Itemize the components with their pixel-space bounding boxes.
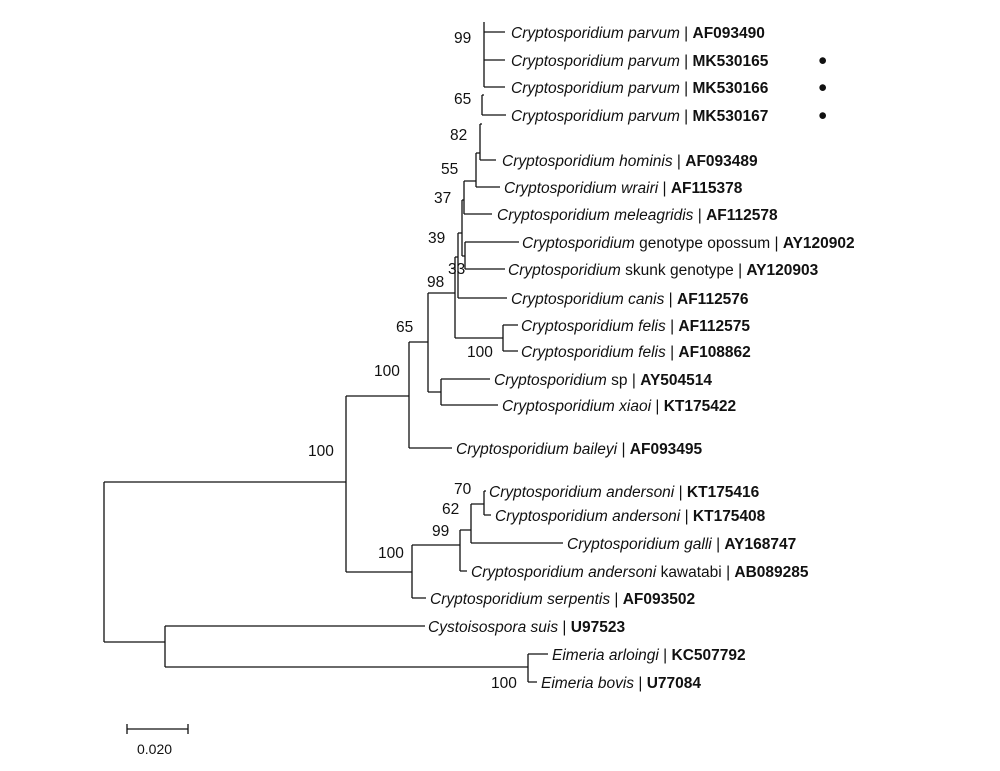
- bootstrap-value: 98: [427, 274, 444, 291]
- taxon-label: Cryptosporidium xiaoi | KT175422: [502, 398, 736, 415]
- taxon-label: Cryptosporidium felis | AF112575: [521, 318, 750, 335]
- branch-sp-xiaoi: [440, 378, 498, 406]
- bootstrap-value: 99: [454, 30, 471, 47]
- taxon-label: Cryptosporidium wrairi | AF115378: [504, 180, 743, 197]
- scale-bar-label: 0.020: [137, 741, 172, 757]
- branch-opossum-skunk: [464, 241, 519, 270]
- taxon-label: Cryptosporidium andersoni kawatabi | AB0…: [471, 564, 809, 581]
- taxon-label: Eimeria bovis | U77084: [541, 675, 701, 692]
- scale-bar: 0.020: [126, 724, 189, 757]
- taxon-label: Cystoisospora suis | U97523: [428, 619, 625, 636]
- branch-node-65: [427, 292, 455, 393]
- branch-node-82: [479, 123, 496, 161]
- bootstrap-value: 62: [442, 501, 459, 518]
- taxon-label: Cryptosporidium parvum | MK530166: [511, 80, 769, 97]
- branch-eimeria: [527, 653, 548, 683]
- branch-felis: [502, 324, 518, 352]
- taxon-label: Eimeria arloingi | KC507792: [552, 647, 746, 664]
- new-sequence-marker: ●: [818, 52, 827, 69]
- taxon-label: Cryptosporidium parvum | MK530165: [511, 53, 769, 70]
- taxon-label: Cryptosporidium parvum | MK530167: [511, 108, 768, 125]
- bootstrap-value: 65: [454, 91, 471, 108]
- branch-outgroup: [164, 625, 528, 668]
- taxon-label: Cryptosporidium sp | AY504514: [494, 372, 712, 389]
- bootstrap-value: 37: [434, 190, 451, 207]
- root-branch: [103, 481, 346, 643]
- branch-node-38: [457, 232, 507, 299]
- bootstrap-value: 100: [308, 443, 334, 460]
- taxon-label: Cryptosporidium serpentis | AF093502: [430, 591, 695, 608]
- bootstrap-value: 100: [374, 363, 400, 380]
- new-sequence-marker: ●: [818, 79, 827, 96]
- taxon-label: Cryptosporidium galli | AY168747: [567, 536, 796, 553]
- taxon-label: Cryptosporidium andersoni | KT175416: [489, 484, 760, 501]
- bootstrap-value: 70: [454, 481, 472, 498]
- bootstrap-value: 65: [396, 319, 413, 336]
- tree-branches: [103, 22, 563, 683]
- bootstrap-values: 99 65 82 55 37 39 33 98 100 65 100 100 7…: [308, 30, 517, 692]
- bootstrap-value: 100: [491, 675, 517, 692]
- taxon-label: Cryptosporidium canis | AF112576: [511, 291, 749, 308]
- scale-bar-line: [126, 724, 189, 734]
- taxon-label: Cryptosporidium meleagridis | AF112578: [497, 207, 778, 224]
- bootstrap-value: 99: [432, 523, 449, 540]
- taxon-label: Cryptosporidium baileyi | AF093495: [456, 441, 703, 458]
- branch-node-65-parvum: [481, 94, 506, 116]
- branch-intestinal: [408, 341, 452, 449]
- new-sequence-marker: ●: [818, 107, 827, 124]
- taxon-label: Cryptosporidium hominis | AF093489: [502, 153, 758, 170]
- taxon-label: Cryptosporidium genotype opossum | AY120…: [522, 235, 855, 252]
- branch-node-99-gastric: [459, 529, 471, 572]
- bootstrap-value: 82: [450, 127, 467, 144]
- bootstrap-value: 100: [378, 545, 404, 562]
- branch-gastric: [411, 544, 460, 599]
- bootstrap-value: 100: [467, 344, 493, 361]
- taxon-label: Cryptosporidium parvum | AF093490: [511, 25, 765, 42]
- taxon-label: Cryptosporidium skunk genotype | AY12090…: [508, 262, 819, 279]
- branch-cryptosporidium: [345, 395, 412, 573]
- taxon-label: Cryptosporidium andersoni | KT175408: [495, 508, 766, 525]
- branch-node-70: [483, 490, 491, 516]
- taxon-labels: Cryptosporidium parvum | AF093490 Crypto…: [428, 25, 855, 692]
- branch-node-62: [470, 503, 563, 544]
- branch-node-55: [475, 152, 500, 188]
- branch-node-37: [463, 180, 492, 215]
- bootstrap-value: 55: [441, 161, 458, 178]
- new-sequence-markers: ● ● ●: [818, 52, 827, 124]
- taxon-label: Cryptosporidium felis | AF108862: [521, 344, 751, 361]
- bootstrap-value: 39: [428, 230, 445, 247]
- bootstrap-value: 33: [448, 261, 465, 278]
- branch-node-99-parvum: [483, 22, 505, 88]
